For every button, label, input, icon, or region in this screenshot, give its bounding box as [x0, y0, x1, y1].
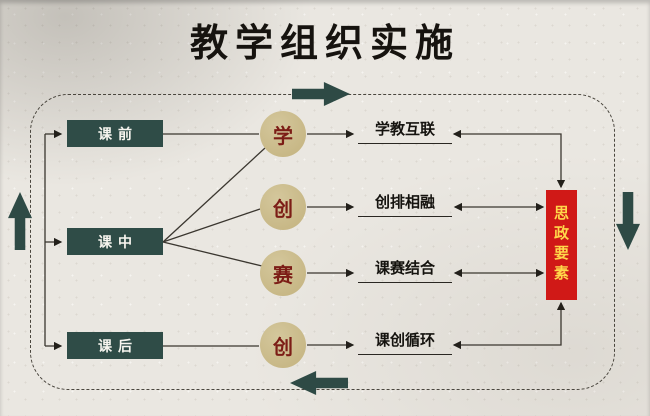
method-circle-learn: 学	[260, 111, 306, 157]
stage-box-after-class: 课后	[67, 332, 163, 359]
page-title: 教学组织实施	[189, 20, 460, 65]
stage-box-before-class: 课前	[67, 120, 163, 147]
outcome-label-learn-teach-link: 学教互联	[358, 120, 452, 144]
outcome-label-class-compete-combine: 课赛结合	[358, 259, 452, 283]
cycle-arrow-right-down-icon	[616, 192, 640, 250]
ideology-elements-label: 思政要素	[552, 205, 570, 285]
method-circle-create-2: 创	[260, 322, 306, 368]
outcome-label-create-arrange-fuse: 创排相融	[358, 193, 452, 217]
method-circle-create: 创	[260, 184, 306, 230]
outcome-label-class-create-cycle: 课创循环	[358, 331, 452, 355]
ideology-elements-box: 思政要素	[546, 190, 577, 300]
method-circle-compete: 赛	[260, 250, 306, 296]
cycle-arrow-left-up-icon	[8, 192, 32, 250]
stage-box-during-class: 课中	[67, 228, 163, 255]
